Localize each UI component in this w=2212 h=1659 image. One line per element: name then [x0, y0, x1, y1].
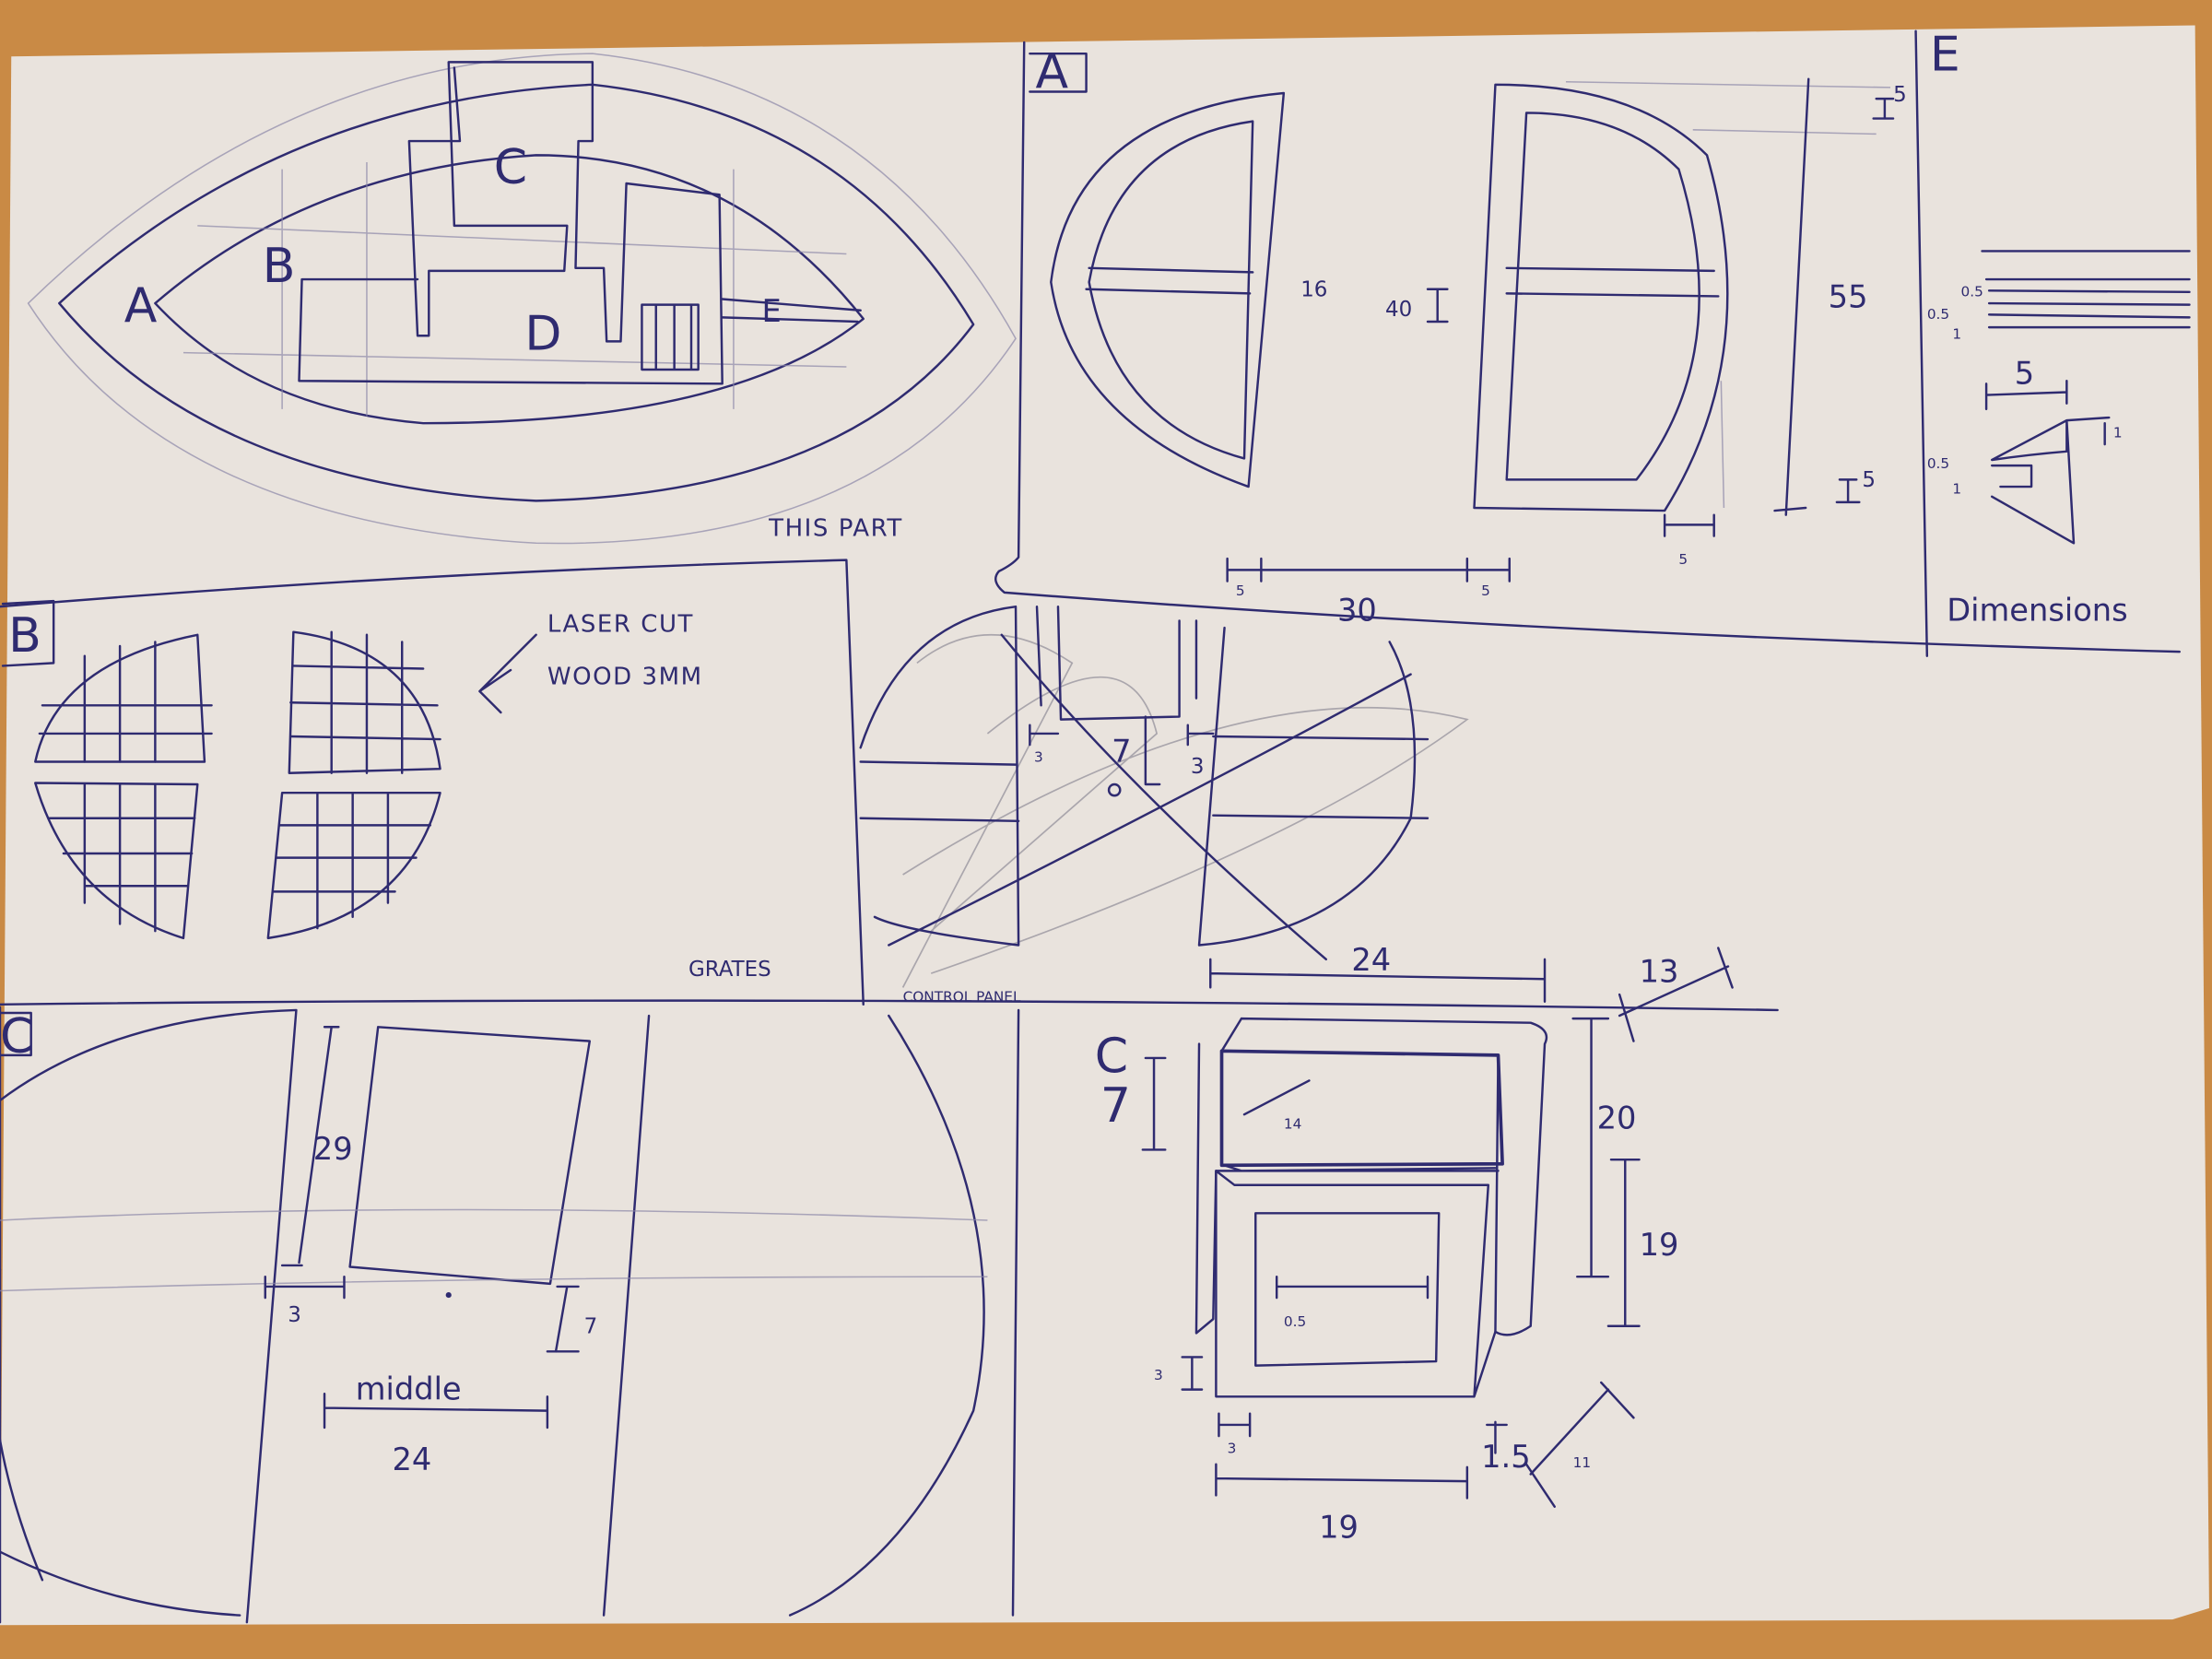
- panel-c-side: C 29 3 7 middle 24: [0, 1008, 988, 1624]
- dim-e-slot-bottom: 1: [1952, 481, 1961, 498]
- dim-e-slot-top: 0.5: [1927, 455, 1949, 472]
- panel-c-box: C 14 0.5 7 20 19 3 3 1.5 11 19: [1095, 1017, 1679, 1545]
- label-d: D: [524, 307, 561, 362]
- paper: [0, 25, 2209, 1626]
- laser-cut-note: LASER CUT: [547, 611, 694, 639]
- dim-e-right: 1: [2113, 424, 2123, 441]
- dim-e-line-gap: 0.5: [1927, 306, 1949, 323]
- dim-cp-right-gap: 3: [1191, 755, 1205, 779]
- panel-b: B LASER CUT WOOD 3MM GRATES: [1, 599, 771, 982]
- dim-box-total-height: 20: [1597, 1100, 1637, 1135]
- dim-e-line-bottom: 1: [1952, 325, 1961, 342]
- dim-box-depth: 11: [1573, 1454, 1591, 1471]
- dimensions-caption: Dimensions: [1947, 592, 2127, 628]
- dim-c-step: 7: [584, 1314, 598, 1338]
- dim-c-height: 29: [313, 1131, 353, 1167]
- dim-e-line-top: 0.5: [1961, 283, 1983, 300]
- control-panel: 3 7 3 24 13 CONTROL PANEL: [859, 605, 1734, 1042]
- dim-box-width: 19: [1319, 1509, 1359, 1545]
- dim-cp-middle: 7: [1112, 734, 1131, 770]
- dim-16: 16: [1300, 277, 1327, 301]
- label-b: B: [263, 239, 296, 294]
- middle-note: middle: [356, 1371, 462, 1406]
- dim-box-inner: 0.5: [1284, 1313, 1306, 1330]
- grates-caption: GRATES: [688, 958, 771, 982]
- panel-dividers: [0, 29, 2182, 1624]
- dim-cp-depth: 13: [1640, 953, 1679, 989]
- dim-30: 30: [1337, 592, 1377, 628]
- panel-e-title: E: [1930, 28, 1960, 83]
- dim-c-width: 24: [393, 1441, 432, 1477]
- dim-5-depth: 5: [1678, 551, 1688, 568]
- panel-a: A 16 40 5 55 5 5 30 5 5: [1029, 44, 1907, 628]
- dim-box-lower-height: 19: [1640, 1227, 1679, 1263]
- dim-5-right: 5: [1481, 582, 1490, 599]
- dim-box-top-height: 7: [1100, 1078, 1131, 1134]
- panel-a-title: A: [1035, 44, 1068, 100]
- control-panel-caption: CONTROL PANEL: [903, 989, 1021, 1006]
- panel-c-box-title: C: [1095, 1029, 1128, 1084]
- dim-box-edge: 1.5: [1481, 1439, 1531, 1475]
- panel-b-title: B: [8, 608, 41, 664]
- dim-cp-width: 24: [1351, 942, 1391, 978]
- dim-5-top: 5: [1893, 83, 1907, 107]
- label-e: E: [762, 293, 782, 329]
- wood-3mm-note: WOOD 3MM: [547, 663, 703, 690]
- dim-box-base: 3: [1154, 1367, 1163, 1383]
- dim-box-side: 3: [1228, 1441, 1237, 1457]
- this-part-note: THIS PART: [768, 515, 903, 543]
- dim-55: 55: [1829, 279, 1868, 315]
- overview-drawing: A B C D E THIS PART: [27, 53, 1017, 545]
- dim-cp-left-gap: 3: [1034, 749, 1043, 766]
- panel-c-side-title: C: [0, 1009, 33, 1065]
- label-c: C: [494, 140, 527, 195]
- dim-e-width: 5: [2015, 355, 2034, 391]
- dim-5-left: 5: [1236, 582, 1245, 599]
- panel-e: E 0.5 0.5 1 5 1 0.5 1 Dimensions: [1927, 28, 2191, 628]
- dim-40: 40: [1385, 298, 1412, 322]
- label-a: A: [124, 278, 158, 334]
- dim-5-bottom: 5: [1862, 468, 1876, 492]
- dim-box-diag: 14: [1284, 1115, 1301, 1132]
- dim-c-gap: 3: [288, 1303, 301, 1327]
